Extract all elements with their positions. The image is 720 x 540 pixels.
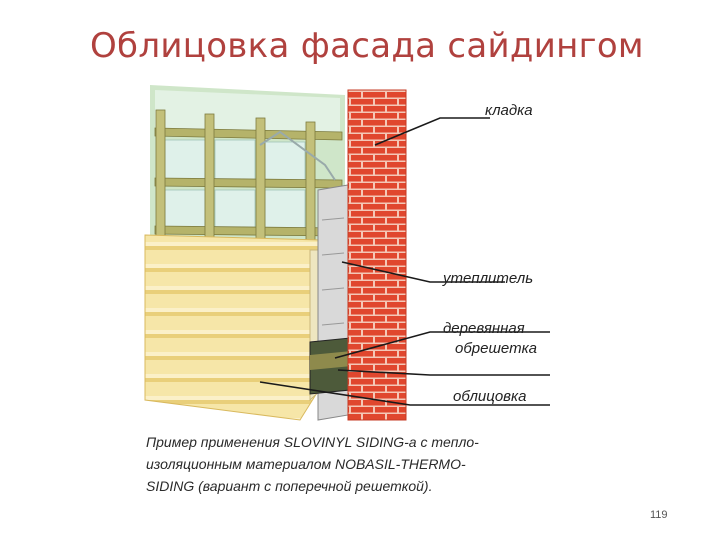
caption-line-2: изоляционным материалом NOBASIL-THERMO-	[146, 453, 566, 475]
siding-panels	[145, 235, 325, 420]
diagram-caption: Пример применения SLOVINYL SIDING-а с те…	[146, 431, 566, 497]
caption-line-1: Пример применения SLOVINYL SIDING-а с те…	[146, 431, 566, 453]
label-insulation: утеплитель	[443, 270, 533, 287]
label-wooden-lathing-1: деревянная	[443, 320, 525, 337]
facade-illustration	[110, 70, 580, 430]
label-masonry: кладка	[485, 102, 533, 119]
label-cladding: облицовка	[453, 388, 526, 405]
caption-line-3: SIDING (вариант с поперечной решеткой).	[146, 475, 566, 497]
slide-title: Облицовка фасада сайдингом	[90, 26, 690, 66]
page-number: 119	[650, 509, 668, 521]
label-wooden-lathing-2: обрешетка	[455, 340, 537, 357]
